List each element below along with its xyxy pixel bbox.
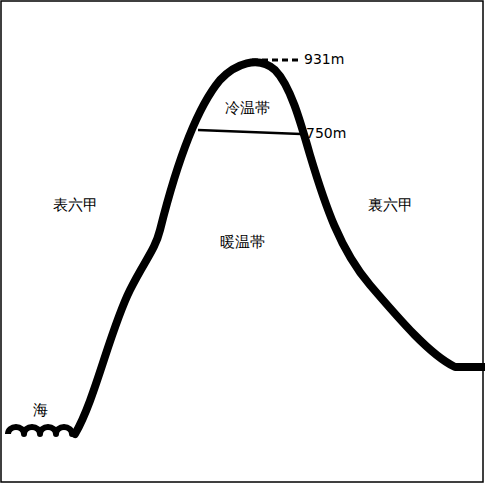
slope-name: 表六甲 (53, 197, 98, 214)
zone-boundary-line (198, 130, 301, 134)
mountain-profile (75, 62, 485, 434)
sea-waves (8, 427, 76, 434)
zone-name: 暖温帯 (220, 234, 265, 251)
slope-name: 裏六甲 (368, 197, 413, 214)
boundary-elevation: 750m (306, 126, 346, 141)
summit-dashed-line (252, 59, 300, 62)
summit-elevation: 931m (304, 52, 344, 67)
zone-name: 冷温帯 (225, 100, 270, 117)
sea-label: 海 (33, 402, 48, 419)
